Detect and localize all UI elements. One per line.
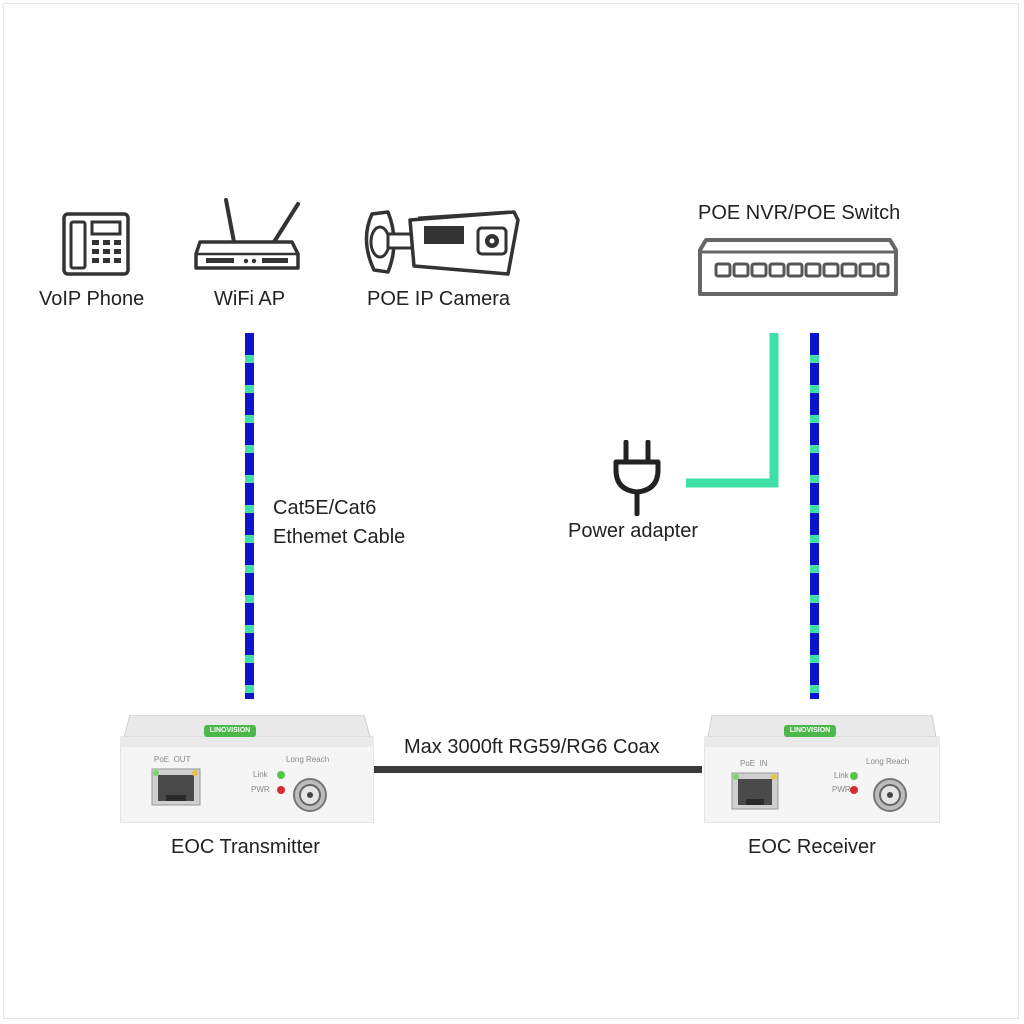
transmitter-link-label: Link	[253, 770, 268, 779]
receiver-port-label: PoE IN	[740, 759, 768, 768]
ip-camera-label: POE IP Camera	[367, 288, 511, 310]
transmitter-mode-label: Long Reach	[286, 755, 330, 764]
diagram-frame	[3, 3, 1019, 1019]
coax-cable	[372, 766, 702, 773]
receiver-link-label: Link	[834, 771, 849, 780]
eoc-receiver: LINOVISION PoE IN Link PWR Long Reach	[703, 714, 941, 824]
camera-icon	[364, 210, 520, 276]
power-adapter-label: Power adapter	[568, 520, 699, 542]
power-cable	[686, 333, 779, 488]
ethernet-cable-label-line1: Cat5E/Cat6	[273, 497, 377, 519]
coax-cable-label: Max 3000ft RG59/RG6 Coax	[404, 736, 660, 758]
receiver-body	[703, 714, 941, 824]
eoc-transmitter: LINOVISION PoE OUT Link PWR Long Reach	[119, 714, 375, 824]
receiver-pwr-label: PWR	[832, 785, 851, 794]
eoc-transmitter-label: EOC Transmitter	[171, 836, 320, 858]
phone-icon	[62, 212, 130, 276]
voip-phone-label: VoIP Phone	[39, 288, 145, 310]
ethernet-cable-label-line2: Ethemet Cable	[273, 526, 406, 548]
plug-icon	[613, 440, 661, 516]
nvr-switch-label: POE NVR/POE Switch	[698, 202, 901, 224]
transmitter-brand: LINOVISION	[209, 727, 251, 734]
ethernet-cable-left	[245, 333, 254, 699]
transmitter-pwr-label: PWR	[251, 785, 270, 794]
wifi-ap-label: WiFi AP	[214, 288, 286, 310]
router-icon	[194, 198, 300, 270]
transmitter-body	[119, 714, 375, 824]
receiver-mode-label: Long Reach	[866, 757, 910, 766]
eoc-receiver-label: EOC Receiver	[748, 836, 876, 858]
transmitter-port-label: PoE OUT	[154, 755, 191, 764]
ethernet-cable-right	[810, 333, 819, 699]
receiver-brand: LINOVISION	[789, 727, 831, 734]
switch-icon	[698, 238, 898, 296]
